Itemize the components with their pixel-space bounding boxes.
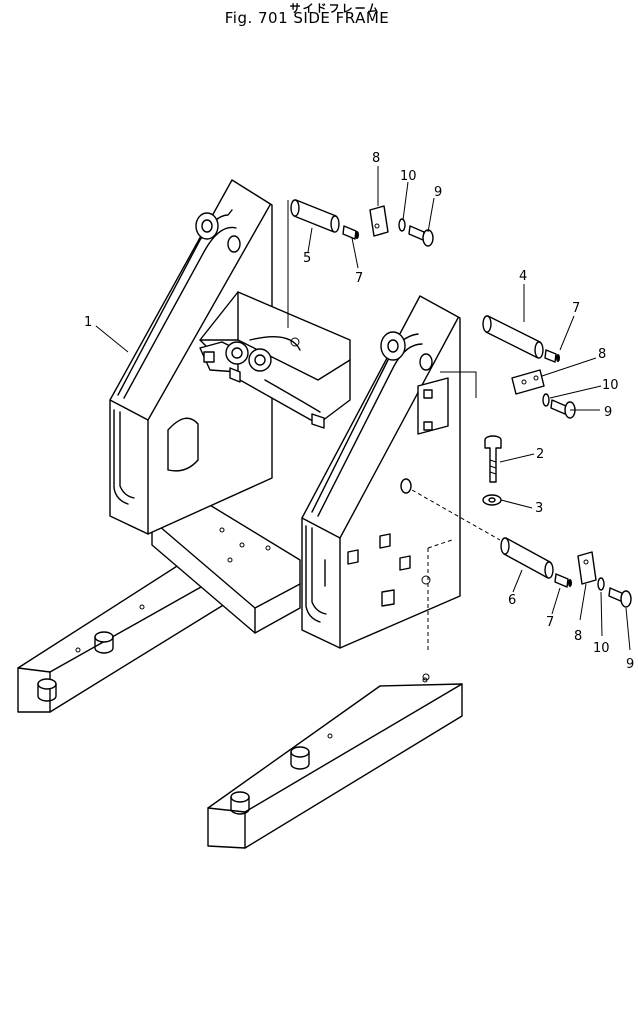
callout-7-right: 7 [572, 301, 580, 316]
callout-1: 1 [84, 315, 92, 330]
left-side-plate [109, 179, 273, 535]
pin-4 [482, 315, 544, 359]
callout-9-top: 9 [434, 185, 442, 200]
callout-10-bottom: 10 [593, 641, 610, 656]
lock-plate-8-right [511, 369, 545, 395]
callout-9-bottom: 9 [626, 657, 634, 672]
callout-5: 5 [303, 251, 311, 266]
callout-3: 3 [535, 501, 543, 516]
bolt-2 [484, 435, 502, 483]
figure-title: Fig. 701 SIDE FRAME [224, 9, 390, 27]
right-skid [207, 677, 463, 849]
callout-10-top: 10 [400, 169, 417, 184]
washer-3 [482, 494, 502, 506]
grease-fitting-7-top [342, 225, 359, 240]
grease-fitting-7-right [544, 349, 560, 363]
callout-7-bottom: 7 [546, 615, 554, 630]
right-side-plate [301, 295, 461, 649]
bolt-9-right [550, 399, 576, 419]
callout-4: 4 [519, 269, 527, 284]
cross-member [199, 291, 351, 429]
title-japanese: サイドフレーム [289, 2, 381, 15]
washer-10-bottom [597, 577, 605, 591]
pin-6 [500, 537, 554, 579]
leader-lines [95, 166, 631, 651]
callout-9-right: 9 [604, 405, 612, 420]
bolt-9-bottom [608, 587, 632, 608]
top-pin-5 [290, 199, 340, 233]
callout-2: 2 [536, 447, 544, 462]
washer-10-top [398, 218, 406, 232]
callout-8-top: 8 [372, 151, 380, 166]
bolt-9-top [408, 225, 434, 247]
assembly-lines [287, 200, 501, 681]
callout-8-right: 8 [598, 347, 606, 362]
washer-10-right [542, 393, 550, 407]
callout-10-right: 10 [602, 378, 619, 393]
grease-fitting-7-bottom [554, 573, 572, 588]
callout-7-top: 7 [355, 271, 363, 286]
callout-6: 6 [508, 593, 516, 608]
lock-plate-8-top [369, 205, 389, 237]
lock-plate-8-bottom [577, 551, 597, 585]
callout-8-bottom: 8 [574, 629, 582, 644]
